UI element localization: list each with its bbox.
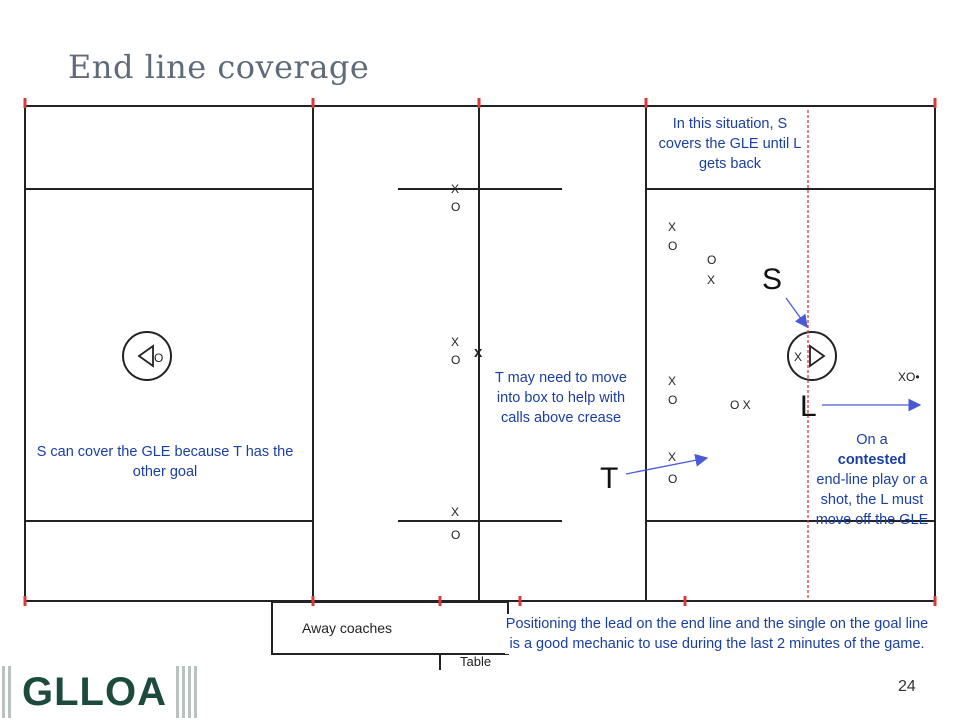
official-single: S: [762, 263, 783, 296]
player-o: O: [707, 253, 717, 267]
note-contested-post: end-line play or a shot, the L must move…: [815, 472, 929, 528]
goal-triangle-left-icon: [137, 344, 154, 368]
trail-arrow: [625, 453, 709, 475]
note-contested-bold: contested: [837, 452, 907, 468]
note-s-covers-gle: In this situation, S covers the GLE unti…: [658, 116, 802, 172]
player-x: X: [668, 374, 677, 388]
away-coaches-label: Away coaches: [302, 620, 393, 636]
page-number: 24: [898, 678, 916, 695]
note-contested: On a contested end-line play or a shot, …: [812, 430, 932, 530]
player-o-x: O X: [730, 398, 751, 412]
note-contested-pre: On a: [856, 432, 888, 448]
slide-title: End line coverage: [68, 48, 370, 86]
player-x: X: [707, 273, 716, 287]
player-o: O: [451, 200, 461, 214]
note-t-may-move: T may need to move into box to help with…: [495, 370, 627, 426]
player-o: O: [668, 393, 678, 407]
player-o: O: [154, 351, 164, 365]
player-x-lower: x: [474, 344, 483, 361]
player-x: X: [451, 182, 460, 196]
player-xo-dot: XO•: [898, 370, 920, 384]
left-goal-crease: [122, 331, 172, 381]
player-x: X: [794, 350, 803, 364]
player-x: X: [668, 450, 677, 464]
glloa-logo: GLLOA: [22, 670, 167, 714]
table-label: Table: [460, 654, 492, 669]
logo-stripes: [2, 666, 197, 718]
single-arrow: [785, 297, 808, 329]
right-goal-crease: [787, 331, 837, 381]
player-o: O: [451, 353, 461, 367]
player-o: O: [668, 239, 678, 253]
official-trail: T: [600, 462, 619, 495]
player-x: X: [451, 335, 460, 349]
player-o: O: [668, 472, 678, 486]
goal-triangle-right-icon: [809, 344, 826, 368]
note-positioning: Positioning the lead on the end line and…: [505, 614, 929, 654]
official-lead: L: [800, 390, 817, 423]
player-x: X: [668, 220, 677, 234]
boundary-tick-marks: [23, 98, 937, 606]
player-x: X: [451, 505, 460, 519]
player-o: O: [451, 528, 461, 542]
note-s-can-cover: S can cover the GLE because T has the ot…: [36, 444, 294, 480]
